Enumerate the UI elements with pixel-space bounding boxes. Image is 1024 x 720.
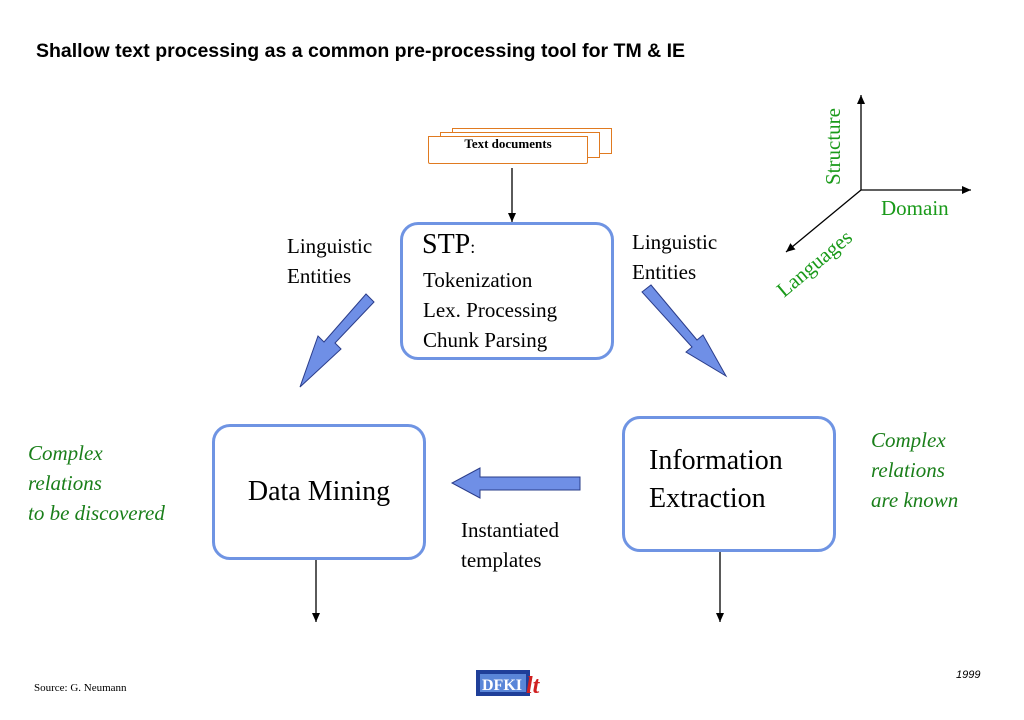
right-note-line: Complex [871,428,946,452]
stp-line: Tokenization [423,268,533,292]
information-extraction-box [622,416,836,552]
ie-label-line: Information [649,445,783,476]
stp-line: Lex. Processing [423,298,558,322]
year-label: 1999 [956,669,981,681]
ie-label-line: Extraction [649,483,766,514]
left-note-line: Complex [28,441,103,465]
dimension-axes: Structure Domain Languages [772,95,971,302]
right-edge-label: Entities [632,260,697,284]
left-note-line: relations [28,471,102,495]
stp-heading-text: STP [422,229,471,260]
axis-label-structure: Structure [821,108,845,185]
stp-heading-colon: : [470,237,476,257]
stp-to-data-mining-arrow [299,293,375,388]
bottom-edge-label: Instantiated [461,518,559,542]
right-note-line: are known [871,488,959,512]
axis-label-languages: Languages [772,225,857,302]
right-note-line: relations [871,458,945,482]
stp-to-ie-arrow [641,284,728,378]
stp-line: Chunk Parsing [423,328,548,352]
document-page-front [428,136,588,164]
data-mining-label: Data Mining [247,476,391,507]
left-edge-label: Entities [287,264,352,288]
right-edge-label: Linguistic [632,230,718,254]
left-note-line: to be discovered [28,501,165,525]
svg-text:lt: lt [526,673,541,699]
axis-label-domain: Domain [881,196,949,220]
source-credit: Source: G. Neumann [34,682,127,694]
svg-text:DFKI: DFKI [482,677,522,694]
text-documents-label: Text documents [464,136,552,151]
slide-title: Shallow text processing as a common pre-… [36,40,686,62]
bottom-edge-label: templates [461,548,542,572]
stp-box [400,222,614,360]
data-mining-box: Data Mining [212,424,426,560]
dfki-logo: DFKI lt [476,670,541,699]
left-edge-label: Linguistic [287,234,373,258]
ie-to-data-mining-arrow [450,467,581,499]
stp-heading: STP: [422,229,475,263]
languages-axis [785,189,862,253]
